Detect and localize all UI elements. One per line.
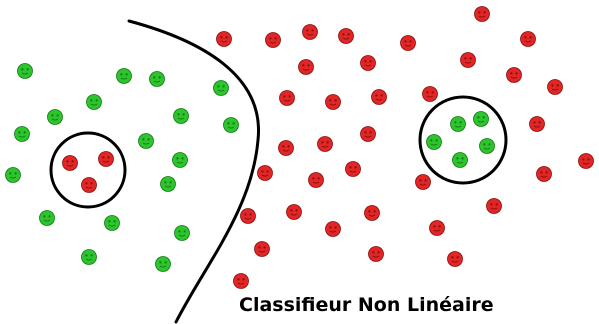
red-point-smiley-face-icon: [278, 140, 294, 156]
green-point-smiley-face-icon: [172, 152, 188, 168]
green-point-smiley-face-icon: [104, 215, 120, 231]
green-point-smiley-face-icon: [86, 94, 102, 110]
red-point-smiley-face-icon: [400, 35, 416, 51]
green-point-smiley-face-icon: [47, 109, 63, 125]
green-point-smiley-face-icon: [473, 111, 489, 127]
red-point-smiley-face-icon: [265, 32, 281, 48]
green-point-smiley-face-icon: [149, 71, 165, 87]
right-enclosure-circle: [418, 95, 508, 185]
green-point-smiley-face-icon: [223, 117, 239, 133]
red-point-smiley-face-icon: [279, 90, 295, 106]
red-point-smiley-face-icon: [536, 166, 552, 182]
red-point-smiley-face-icon: [520, 31, 536, 47]
green-point-smiley-face-icon: [160, 176, 176, 192]
red-point-smiley-face-icon: [415, 174, 431, 190]
green-point-smiley-face-icon: [174, 225, 190, 241]
red-point-smiley-face-icon: [447, 251, 463, 267]
green-point-smiley-face-icon: [479, 138, 495, 154]
nonlinear-boundary-curve: [127, 19, 260, 324]
red-point-smiley-face-icon: [81, 177, 97, 193]
red-point-smiley-face-icon: [298, 59, 314, 75]
red-point-smiley-face-icon: [286, 204, 302, 220]
red-point-smiley-face-icon: [62, 155, 78, 171]
red-point-smiley-face-icon: [240, 208, 256, 224]
red-point-smiley-face-icon: [529, 116, 545, 132]
red-point-smiley-face-icon: [98, 151, 114, 167]
red-point-smiley-face-icon: [506, 67, 522, 83]
red-point-smiley-face-icon: [422, 86, 438, 102]
red-point-smiley-face-icon: [254, 241, 270, 257]
red-point-smiley-face-icon: [216, 31, 232, 47]
diagram-caption: Classifieur Non Linéaire: [239, 294, 494, 316]
red-point-smiley-face-icon: [317, 136, 333, 152]
green-point-smiley-face-icon: [81, 249, 97, 265]
red-point-smiley-face-icon: [308, 172, 324, 188]
red-point-smiley-face-icon: [233, 273, 249, 289]
red-point-smiley-face-icon: [486, 198, 502, 214]
data-points: [5, 6, 594, 289]
red-point-smiley-face-icon: [302, 24, 318, 40]
green-point-smiley-face-icon: [14, 126, 30, 142]
green-point-smiley-face-icon: [116, 68, 132, 84]
red-point-smiley-face-icon: [364, 205, 380, 221]
green-point-smiley-face-icon: [138, 133, 154, 149]
green-point-smiley-face-icon: [452, 152, 468, 168]
green-point-smiley-face-icon: [5, 167, 21, 183]
red-point-smiley-face-icon: [345, 161, 361, 177]
red-point-smiley-face-icon: [360, 126, 376, 142]
green-point-smiley-face-icon: [173, 108, 189, 124]
red-point-smiley-face-icon: [338, 28, 354, 44]
green-point-smiley-face-icon: [39, 210, 55, 226]
red-point-smiley-face-icon: [325, 221, 341, 237]
red-point-smiley-face-icon: [257, 165, 273, 181]
green-point-smiley-face-icon: [450, 116, 466, 132]
decision-boundaries: [49, 19, 508, 324]
green-point-smiley-face-icon: [17, 63, 33, 79]
red-point-smiley-face-icon: [429, 220, 445, 236]
green-point-smiley-face-icon: [213, 80, 229, 96]
red-point-smiley-face-icon: [547, 79, 563, 95]
left-enclosure-circle: [49, 131, 127, 209]
red-point-smiley-face-icon: [325, 94, 341, 110]
green-point-smiley-face-icon: [155, 256, 171, 272]
red-point-smiley-face-icon: [368, 246, 384, 262]
red-point-smiley-face-icon: [460, 52, 476, 68]
red-point-smiley-face-icon: [371, 89, 387, 105]
red-point-smiley-face-icon: [578, 153, 594, 169]
green-point-smiley-face-icon: [426, 134, 442, 150]
red-point-smiley-face-icon: [474, 6, 490, 22]
red-point-smiley-face-icon: [360, 55, 376, 71]
